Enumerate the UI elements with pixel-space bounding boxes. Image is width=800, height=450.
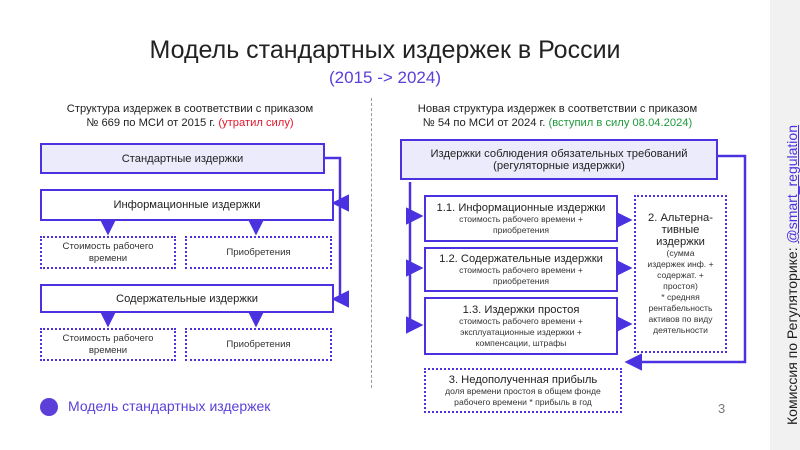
- right-header-order: № 54 по МСИ от 2024 г.: [422, 117, 546, 129]
- box-1-1: 1.1. Информационные издержки стоимость р…: [424, 195, 618, 242]
- box-2-desc-line6: рентабельность: [648, 303, 713, 313]
- footer-label: Модель стандартных издержек: [68, 398, 271, 414]
- slide-title: Модель стандартных издержек в России: [149, 36, 621, 64]
- box-2-desc-line2: издержек инф. +: [647, 259, 714, 269]
- slide-subtitle: (2015 -> 2024): [329, 68, 441, 87]
- standard-costs-box: Стандартные издержки: [40, 143, 325, 174]
- left-header-line1: Структура издержек в соответствии с прик…: [66, 103, 314, 115]
- info-purchases-label: Приобретения: [226, 246, 291, 258]
- left-header: Структура издержек в соответствии с прик…: [30, 102, 350, 130]
- box-1-1-desc-line1: стоимость рабочего времени +: [459, 213, 583, 224]
- info-purchases-box: Приобретения: [185, 236, 332, 269]
- box-2-desc-line1: (сумма: [666, 248, 695, 258]
- info-costs-label: Информационные издержки: [113, 199, 261, 211]
- sidebar-channel-link[interactable]: @smart_regulation: [784, 125, 800, 244]
- content-purchases-label: Приобретения: [226, 338, 291, 350]
- right-header-status: (вступил в силу 08.04.2024): [548, 117, 693, 129]
- info-worktime-line2: времени: [88, 252, 128, 264]
- content-worktime-line1: Стоимость рабочего: [62, 332, 154, 344]
- box-2-title-line1: 2. Альтерна-: [648, 212, 713, 224]
- box-2-title-line2: тивные: [661, 224, 700, 236]
- standard-costs-label: Стандартные издержки: [121, 152, 244, 165]
- content-costs-label: Содержательные издержки: [116, 292, 258, 305]
- left-header-status: (утратил силу): [218, 117, 294, 129]
- page-number: 3: [718, 401, 726, 416]
- compliance-costs-line1: Издержки соблюдения обязательных требова…: [430, 147, 688, 160]
- column-divider: [371, 98, 372, 388]
- sidebar-strip: [770, 0, 800, 450]
- box-3-title: 3. Недополученная прибыль: [448, 373, 598, 386]
- box-1-1-title: 1.1. Информационные издержки: [436, 201, 606, 214]
- box-1-3-desc-line1: стоимость рабочего времени +: [459, 315, 583, 326]
- right-header-line1: Новая структура издержек в соответствии …: [417, 103, 698, 115]
- content-purchases-box: Приобретения: [185, 328, 332, 361]
- box-3-desc-line1: доля времени простоя в общем фонде: [445, 385, 601, 396]
- content-costs-box: Содержательные издержки: [40, 284, 334, 313]
- box-2-desc-line4: простоя): [663, 281, 698, 291]
- box-1-3-desc-line2: эксплуатационные издержки +: [460, 326, 582, 337]
- right-header-line2: № 54 по МСИ от 2024 г. (вступил в силу 0…: [385, 116, 730, 130]
- box-1-1-desc-line2: приобретения: [492, 224, 550, 235]
- left-header-line2: № 669 по МСИ от 2015 г. (утратил силу): [30, 116, 350, 130]
- sidebar-caption-text: Комиссия по Регуляторике:: [784, 243, 800, 425]
- footer-bullet-icon: [40, 398, 58, 416]
- box-2-desc-line8: деятельности: [653, 325, 708, 335]
- box-1-3-desc-line3: компенсации, штрафы: [475, 337, 567, 348]
- sidebar-caption: Комиссия по Регуляторике: @smart_regulat…: [784, 125, 800, 425]
- box-2-desc-line5: * средняя: [661, 292, 700, 302]
- box-2-desc-line3: содержат. +: [657, 270, 704, 280]
- box-2-title-line3: издержки: [656, 236, 705, 248]
- compliance-costs-line2: (регуляторные издержки): [493, 159, 625, 172]
- box-3-desc-line2: рабочего времени * прибыль в год: [454, 396, 592, 407]
- box-1-3: 1.3. Издержки простоя стоимость рабочего…: [424, 297, 618, 355]
- info-costs-box: Информационные издержки: [40, 189, 334, 221]
- info-worktime-box: Стоимость рабочего времени: [40, 236, 176, 269]
- box-2-alternative: 2. Альтерна- тивные издержки (сумма изде…: [634, 195, 727, 353]
- content-worktime-box: Стоимость рабочего времени: [40, 328, 176, 361]
- box-1-2: 1.2. Содержательные издержки стоимость р…: [424, 247, 618, 292]
- right-header: Новая структура издержек в соответствии …: [385, 102, 730, 130]
- info-worktime-line1: Стоимость рабочего: [62, 240, 154, 252]
- box-1-3-title: 1.3. Издержки простоя: [462, 303, 580, 316]
- box-1-2-title: 1.2. Содержательные издержки: [439, 252, 603, 265]
- compliance-costs-box: Издержки соблюдения обязательных требова…: [400, 139, 718, 180]
- box-1-2-desc-line2: приобретения: [492, 275, 550, 286]
- box-3-lost-profit: 3. Недополученная прибыль доля времени п…: [424, 368, 622, 413]
- box-2-desc-line7: активов по виду: [648, 314, 713, 324]
- content-worktime-line2: времени: [88, 344, 128, 356]
- box-1-2-desc-line1: стоимость рабочего времени +: [459, 264, 583, 275]
- connector-arrows: [99, 154, 747, 371]
- left-header-order: № 669 по МСИ от 2015 г.: [86, 117, 216, 129]
